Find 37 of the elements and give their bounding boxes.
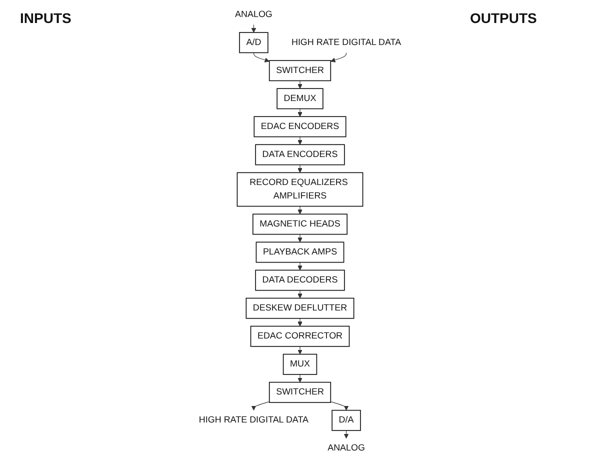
- node-box: RECORD EQUALIZERS AMPLIFIERS: [236, 172, 364, 207]
- node-text: ANALOG: [328, 443, 365, 453]
- node-box: SWITCHER: [268, 60, 332, 82]
- section-label: OUTPUTS: [470, 10, 537, 26]
- node-box: SWITCHER: [268, 382, 332, 403]
- node-text: HIGH RATE DIGITAL DATA: [198, 415, 309, 425]
- node-box: D/A: [332, 410, 361, 431]
- arrow: [298, 164, 302, 173]
- arrow: [298, 206, 302, 214]
- arrow: [298, 108, 302, 117]
- node-box: DATA DECODERS: [255, 270, 345, 291]
- node-box: DESKEW DEFLUTTER: [246, 298, 354, 319]
- section-label: INPUTS: [20, 10, 72, 26]
- node-box: MAGNETIC HEADS: [252, 214, 348, 235]
- node-box: EDAC ENCODERS: [254, 116, 346, 138]
- arrow: [298, 136, 302, 145]
- arrow: [298, 318, 302, 326]
- node-text: HIGH RATE DIGITAL DATA: [291, 38, 402, 48]
- node-box: EDAC CORRECTOR: [250, 326, 350, 347]
- arrow: [298, 290, 302, 298]
- arrow: [253, 52, 270, 62]
- node-box: MUX: [282, 354, 318, 375]
- arrow: [298, 262, 302, 270]
- node-box: A/D: [239, 32, 268, 54]
- arrow: [298, 234, 302, 242]
- arrow: [330, 52, 347, 62]
- arrow: [251, 24, 256, 33]
- arrow: [330, 401, 349, 411]
- arrow: [298, 80, 302, 89]
- node-text: ANALOG: [235, 10, 272, 20]
- node-box: DEMUX: [276, 88, 324, 110]
- arrow: [298, 374, 302, 382]
- node-box: PLAYBACK AMPS: [256, 242, 344, 263]
- arrow: [251, 401, 270, 411]
- arrow: [298, 346, 302, 354]
- node-box: DATA ENCODERS: [255, 144, 345, 166]
- arrow: [344, 430, 349, 439]
